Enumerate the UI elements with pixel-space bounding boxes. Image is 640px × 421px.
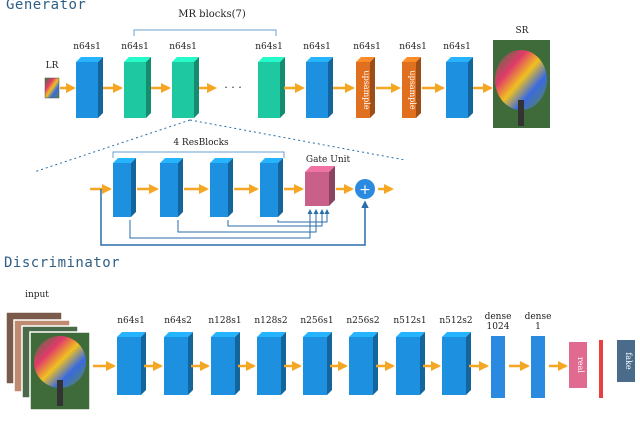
sum-symbol: + (359, 182, 371, 198)
sr-label: SR (515, 26, 529, 36)
resblocks-label: 4 ResBlocks (173, 138, 229, 148)
disc-input-label: input (25, 290, 49, 300)
disc-layer-label-2: n128s1 (208, 316, 242, 326)
gen-block-3 (258, 57, 285, 118)
gen-layer-label-5: n64s1 (353, 42, 381, 52)
fake-box (617, 340, 635, 382)
gen-layer-label-1: n64s1 (121, 42, 149, 52)
mr-blocks-brace (133, 29, 277, 36)
disc-layer-label-4: n256s1 (300, 316, 334, 326)
real-box (569, 342, 587, 388)
dense-1024-label-line-1: 1024 (486, 322, 510, 332)
gen-layer-label-3: n64s1 (255, 42, 283, 52)
lr-label: LR (45, 61, 59, 71)
dense-1024-block (491, 336, 505, 398)
upsample-text-6: upsample (408, 70, 417, 109)
disc-layer-label-3: n128s2 (254, 316, 288, 326)
gate-unit-label: Gate Unit (305, 155, 351, 165)
disc-block-7 (442, 332, 471, 395)
disc-block-6 (396, 332, 425, 395)
detail-resblock-0 (113, 158, 136, 217)
gen-layer-label-4: n64s1 (303, 42, 331, 52)
skip-connection-3 (227, 209, 325, 227)
gen-layer-label-7: n64s1 (443, 42, 471, 52)
skip-connection-outer (100, 189, 369, 246)
detail-resblock-2 (210, 158, 233, 217)
sr-output-image (493, 40, 550, 128)
dense-1-block (531, 336, 545, 398)
dense-1024-label-line-0: dense (484, 312, 512, 322)
sum-node-icon: + (355, 179, 375, 199)
resblocks-brace (112, 151, 285, 158)
gate-unit-block (305, 166, 335, 206)
gen-block-1 (124, 57, 151, 118)
detail-resblock-3 (260, 158, 283, 217)
disc-layer-label-0: n64s1 (117, 316, 145, 326)
gen-block-0 (76, 57, 103, 118)
generator-title: Generator (6, 0, 87, 13)
skip-connection-2 (177, 209, 319, 233)
disc-block-1 (164, 332, 193, 395)
output-bar (599, 340, 603, 398)
gen-block-6 (402, 57, 421, 118)
skip-connection-1 (129, 209, 313, 239)
disc-layer-label-7: n512s2 (439, 316, 473, 326)
low-res-thumbnail (44, 77, 60, 99)
disc-block-3 (257, 332, 286, 395)
dense-1-label-line-0: dense (524, 312, 552, 322)
disc-block-5 (349, 332, 378, 395)
skip-connection-4 (277, 209, 330, 223)
ellipsis: . . . (224, 78, 242, 91)
gen-block-2 (172, 57, 199, 118)
gen-block-4 (306, 57, 333, 118)
fake-label: fake (624, 352, 633, 370)
zoom-line-right (189, 119, 406, 161)
disc-layer-label-1: n64s2 (164, 316, 192, 326)
gen-layer-label-0: n64s1 (73, 42, 101, 52)
discriminator-title: Discriminator (4, 255, 121, 271)
upsample-text-5: upsample (362, 70, 371, 109)
disc-block-2 (211, 332, 240, 395)
gen-block-5 (356, 57, 375, 118)
gen-layer-label-6: n64s1 (399, 42, 427, 52)
detail-resblock-1 (160, 158, 183, 217)
disc-block-4 (303, 332, 332, 395)
disc-layer-label-6: n512s1 (393, 316, 427, 326)
dense-1-label-line-1: 1 (535, 322, 541, 332)
stacked-input-images (5, 311, 91, 411)
real-label: real (576, 357, 585, 373)
gen-block-7 (446, 57, 473, 118)
mr-blocks-label: MR blocks(7) (178, 9, 246, 20)
disc-block-0 (117, 332, 146, 395)
gen-layer-label-2: n64s1 (169, 42, 197, 52)
disc-layer-label-5: n256s2 (346, 316, 380, 326)
